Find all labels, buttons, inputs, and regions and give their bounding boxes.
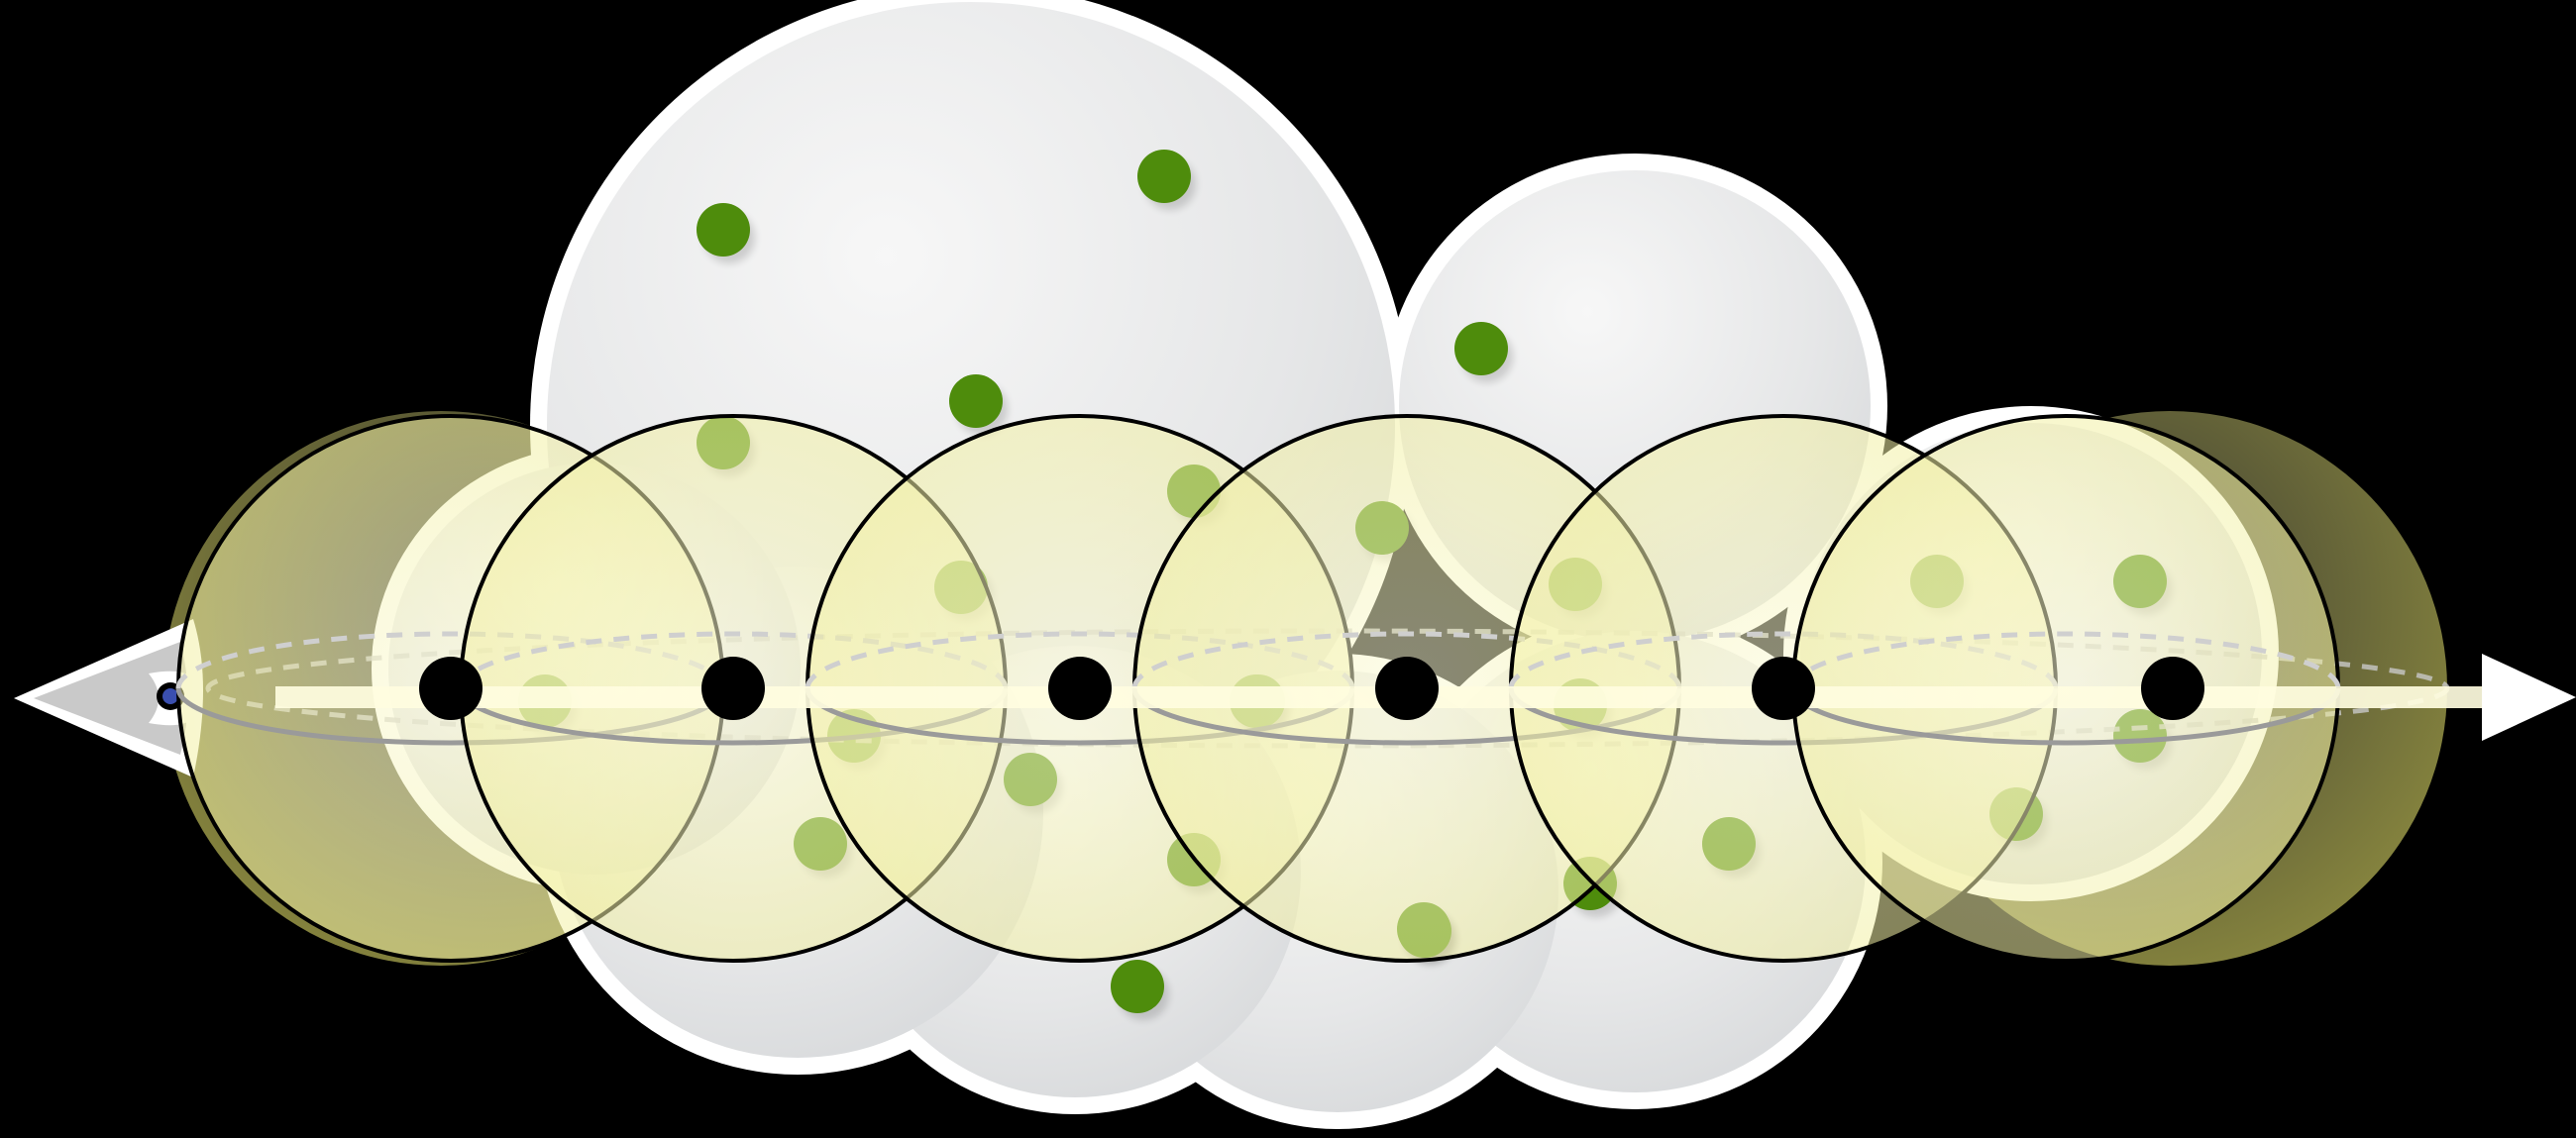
particle — [697, 203, 750, 257]
particle — [949, 374, 1003, 428]
eye-icon — [14, 619, 203, 777]
sample-point — [1048, 657, 1112, 720]
sample-point — [1752, 657, 1815, 720]
sample-point — [1375, 657, 1439, 720]
sample-points — [419, 657, 2204, 720]
sample-point — [2141, 657, 2204, 720]
sample-point — [701, 657, 765, 720]
particle — [1137, 150, 1191, 203]
particle — [1454, 322, 1508, 375]
particle — [1111, 960, 1164, 1013]
sample-point — [419, 657, 483, 720]
